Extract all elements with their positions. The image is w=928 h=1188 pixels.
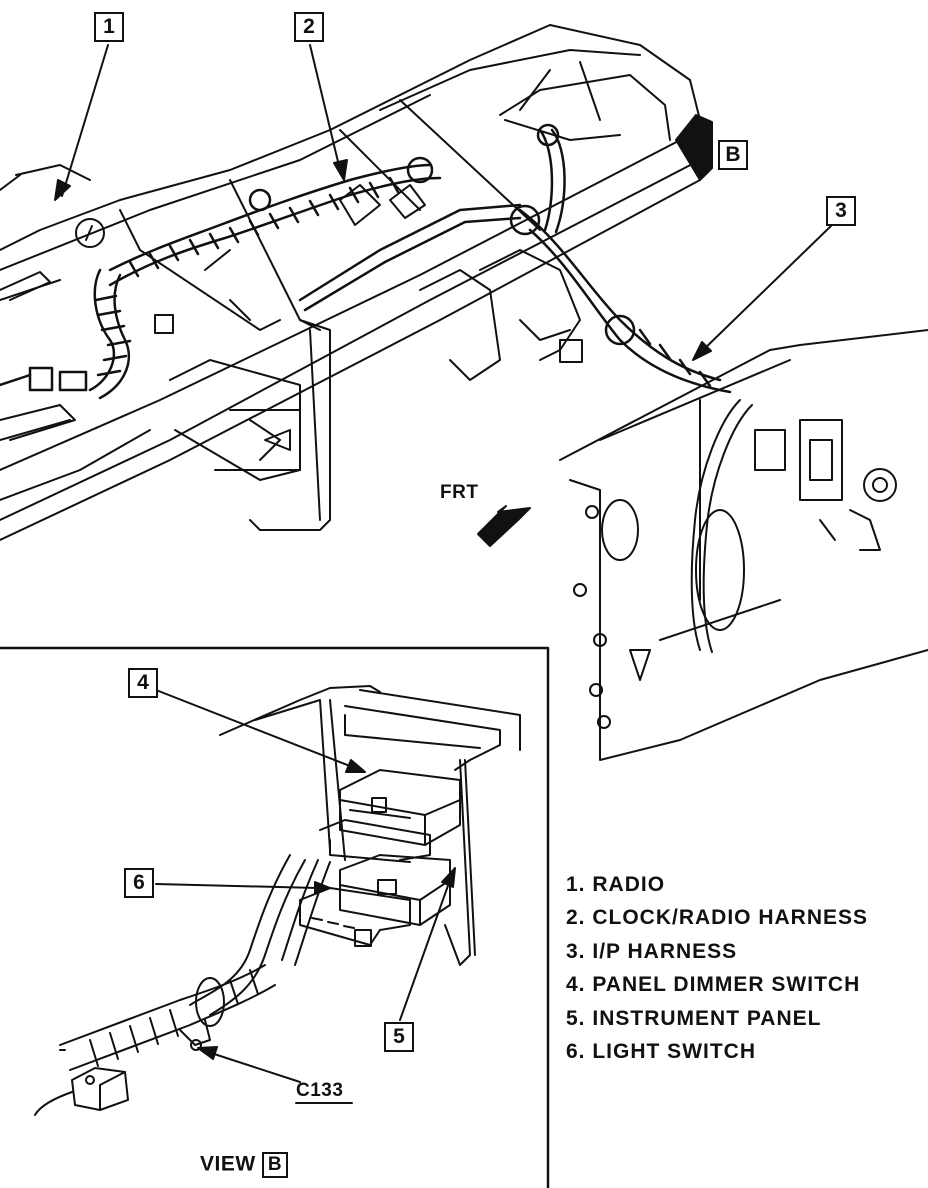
callout-2: 2 bbox=[294, 12, 324, 42]
legend-text: CLOCK/RADIO HARNESS bbox=[592, 906, 869, 930]
legend-item: 3. I/P HARNESS bbox=[566, 939, 868, 972]
legend-text: RADIO bbox=[592, 873, 666, 896]
radio-region bbox=[0, 184, 426, 441]
inset-harness bbox=[34, 854, 331, 1116]
light-switch-body bbox=[299, 854, 451, 947]
inset-frame bbox=[0, 646, 550, 1188]
view-b-arrow-label: B bbox=[718, 140, 748, 170]
callout-6: 6 bbox=[124, 868, 154, 898]
side-panel bbox=[559, 329, 928, 761]
legend-item: 5. INSTRUMENT PANEL bbox=[566, 1006, 868, 1039]
callout-5: 5 bbox=[384, 1022, 414, 1052]
frt-arrow bbox=[477, 505, 531, 547]
view-label-prefix: VIEW bbox=[200, 1152, 256, 1176]
legend-number: 6. bbox=[566, 1039, 586, 1063]
callout-4: 4 bbox=[128, 668, 158, 698]
frt-label: FRT bbox=[440, 482, 479, 503]
ip-harness bbox=[298, 123, 732, 394]
callout-1: 1 bbox=[94, 12, 124, 42]
connector-c133-label: C133 bbox=[296, 1080, 344, 1101]
legend-text: INSTRUMENT PANEL bbox=[592, 1006, 822, 1030]
legend-text: I/P HARNESS bbox=[592, 939, 738, 963]
legend-number: 4. bbox=[566, 973, 586, 997]
view-b-label: VIEW B bbox=[200, 1152, 289, 1178]
dimmer-switch-body bbox=[319, 769, 461, 863]
legend-item: 4. PANEL DIMMER SWITCH bbox=[566, 972, 868, 1005]
legend-text: PANEL DIMMER SWITCH bbox=[592, 973, 861, 997]
lower-housings bbox=[169, 249, 583, 531]
legend-number: 3. bbox=[566, 939, 586, 963]
legend-item: 2. CLOCK/RADIO HARNESS bbox=[566, 905, 868, 938]
inset-panel bbox=[219, 685, 521, 966]
clock-radio-harness bbox=[0, 156, 442, 400]
legend-text: LIGHT SWITCH bbox=[592, 1039, 757, 1063]
legend-item: 6. LIGHT SWITCH bbox=[566, 1039, 868, 1072]
legend-number: 1. bbox=[566, 873, 586, 896]
legend-number: 5. bbox=[566, 1006, 586, 1030]
instrument-panel-outline bbox=[0, 24, 701, 541]
legend-number: 2. bbox=[566, 906, 586, 930]
view-label-letter: B bbox=[262, 1152, 289, 1178]
parts-legend: 1. RADIO 2. CLOCK/RADIO HARNESS 3. I/P H… bbox=[566, 872, 868, 1072]
view-b-arrow bbox=[675, 114, 713, 181]
legend-item: 1. RADIO bbox=[566, 872, 868, 905]
callout-3: 3 bbox=[826, 196, 856, 226]
